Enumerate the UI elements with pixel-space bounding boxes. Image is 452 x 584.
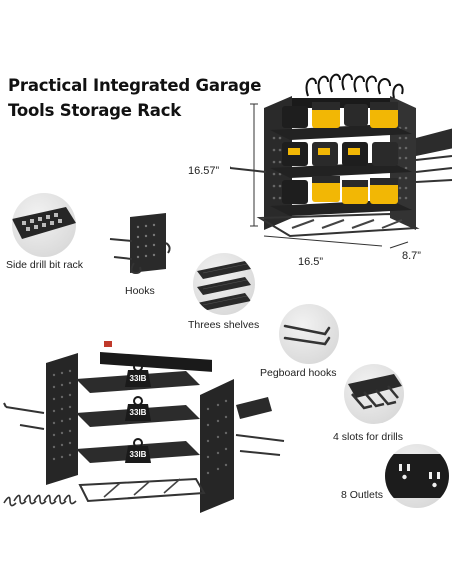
- load-label-top: 33lB: [129, 374, 147, 383]
- outlets-caption: 8 Outlets: [341, 489, 384, 501]
- load-label-middle: 33lB: [129, 408, 147, 417]
- load-badge-middle: 33lB: [124, 396, 152, 422]
- depth-dimension: 8.7”: [402, 250, 421, 262]
- assembled-rack-image: [230, 68, 452, 268]
- height-dimension: 16.57”: [188, 165, 220, 177]
- shelves-bubble: [193, 253, 255, 315]
- load-label-bottom: 33lB: [129, 450, 147, 459]
- outlets-bubble: [385, 444, 449, 508]
- title-line-1: Practical Integrated Garage: [8, 76, 262, 95]
- pegboard-hooks-bubble: [279, 304, 339, 364]
- load-badge-top: 33lB: [124, 362, 152, 388]
- load-badge-bottom: 33lB: [124, 438, 152, 464]
- pegboard-hooks-caption: Pegboard hooks: [260, 367, 337, 379]
- hooks-image: [108, 213, 172, 275]
- title-line-2: Tools Storage Rack: [8, 101, 182, 120]
- drill-slots-caption: 4 slots for drills: [333, 431, 404, 443]
- drill-bit-rack-bubble: [12, 193, 76, 257]
- drill-bit-rack-caption: Side drill bit rack: [6, 259, 84, 271]
- shelves-caption: Threes shelves: [188, 319, 260, 331]
- hooks-caption: Hooks: [125, 285, 155, 297]
- product-title: Practical Integrated Garage Tools Storag…: [8, 73, 278, 123]
- width-dimension: 16.5”: [298, 256, 324, 268]
- drill-slots-bubble: [344, 364, 404, 424]
